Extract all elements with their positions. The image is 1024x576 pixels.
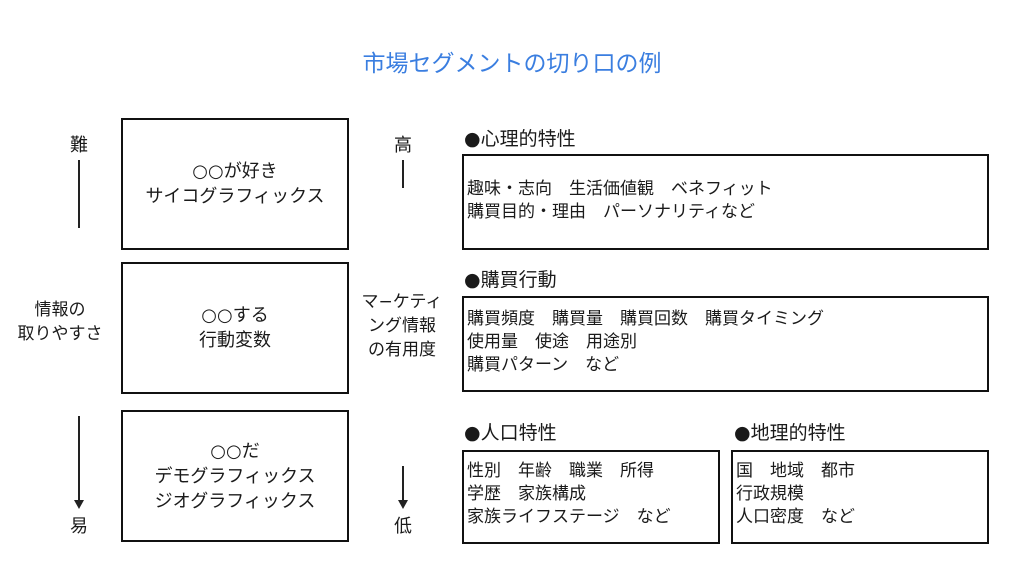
heading-demographic: ●人口特性 [464, 422, 557, 444]
desc-box-geographic: 国 地域 都市 行政規模 人口密度 など [731, 450, 989, 544]
behavioral-line3: 購買パターン など [467, 355, 620, 375]
behavioral-line1: 購買頻度 購買量 購買回数 購買タイミング [467, 309, 824, 329]
left-axis-label: 情報の 取りやすさ [8, 228, 112, 416]
page-title: 市場セグメントの切り口の例 [362, 51, 662, 77]
segment-demographic-line2: デモグラフィックス [154, 465, 316, 487]
demographic-line1: 性別 年齢 職業 所得 [467, 461, 654, 481]
left-axis-line-top [78, 160, 80, 228]
demographic-line3: 家族ライフステージ など [467, 507, 671, 527]
middle-axis-top-label: 高 [394, 135, 412, 156]
middle-axis-line-top [402, 160, 404, 188]
geographic-line2: 行政規模 [736, 484, 804, 504]
segment-demographic-line3: ジオグラフィックス [154, 490, 316, 512]
psychological-line1: 趣味・志向 生活価値観 ベネフィット [467, 179, 773, 199]
segment-psychographic-line2: サイコグラフィックス [145, 186, 325, 207]
middle-axis-bottom-label: 低 [394, 516, 412, 537]
heading-psychological: ●心理的特性 [464, 128, 576, 150]
segment-psychographic-line1: ○○が好き [192, 161, 278, 182]
desc-box-behavioral: 購買頻度 購買量 購買回数 購買タイミング 使用量 使途 用途別 購買パターン … [462, 296, 989, 392]
left-axis-top-label: 難 [70, 135, 88, 156]
middle-axis-line-bottom [402, 466, 404, 500]
heading-behavioral: ●購買行動 [464, 269, 557, 291]
psychological-line2: 購買目的・理由 パーソナリティなど [467, 202, 755, 222]
desc-box-demographic: 性別 年齢 職業 所得 学歴 家族構成 家族ライフステージ など [462, 450, 720, 544]
segment-behavioral-line1: ○○する [201, 305, 269, 326]
middle-axis-label: マ−ケティ ング情報 の有用度 [357, 188, 447, 464]
geographic-line3: 人口密度 など [736, 507, 855, 527]
segment-demographic-line1: ○○だ [210, 440, 260, 462]
heading-geographic: ●地理的特性 [734, 422, 846, 444]
behavioral-line2: 使用量 使途 用途別 [467, 332, 637, 352]
segment-behavioral-line2: 行動変数 [199, 330, 271, 351]
segment-box-behavioral: ○○する 行動変数 [121, 262, 349, 394]
segment-box-demographic: ○○だ デモグラフィックス ジオグラフィックス [121, 410, 349, 542]
left-axis-line-bottom [78, 416, 80, 500]
middle-axis-arrow-icon [398, 500, 408, 509]
left-axis-label-line2: 取りやすさ [17, 324, 103, 344]
middle-axis-label-line3: の有用度 [368, 340, 436, 360]
segment-box-psychographic: ○○が好き サイコグラフィックス [121, 118, 349, 250]
geographic-line1: 国 地域 都市 [736, 461, 855, 481]
demographic-line2: 学歴 家族構成 [467, 484, 586, 504]
left-axis-bottom-label: 易 [70, 516, 88, 537]
middle-axis-label-line2: ング情報 [368, 316, 436, 336]
left-axis-arrow-icon [74, 500, 84, 509]
middle-axis-label-line1: マ−ケティ [361, 292, 443, 312]
left-axis-label-line1: 情報の [34, 300, 86, 320]
desc-box-psychological: 趣味・志向 生活価値観 ベネフィット 購買目的・理由 パーソナリティなど [462, 154, 989, 250]
